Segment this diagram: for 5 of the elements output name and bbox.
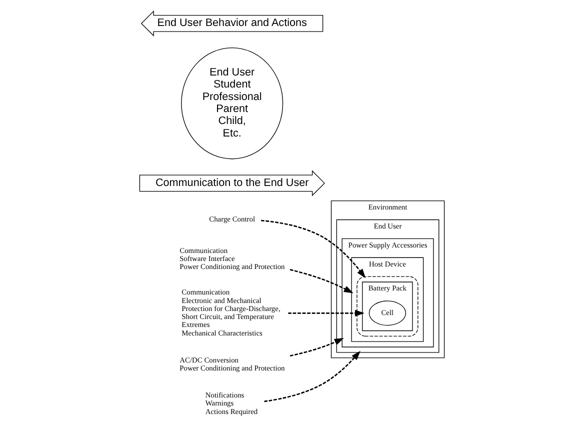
node-text: Notifications Warnings Actions Required [205, 390, 258, 416]
node-text: Charge Control [209, 214, 256, 224]
node-text: Communication Software Interface Power Conditioning and Protection [180, 246, 285, 272]
node-text: AC/DC Conversion Power Conditioning and Protection [180, 355, 285, 373]
node-text: Communication Electronic and Mechanical Protection for Charge-Discharge, Short Circuit, and Temperature Extremes Mechanical Characteristics [182, 288, 280, 338]
